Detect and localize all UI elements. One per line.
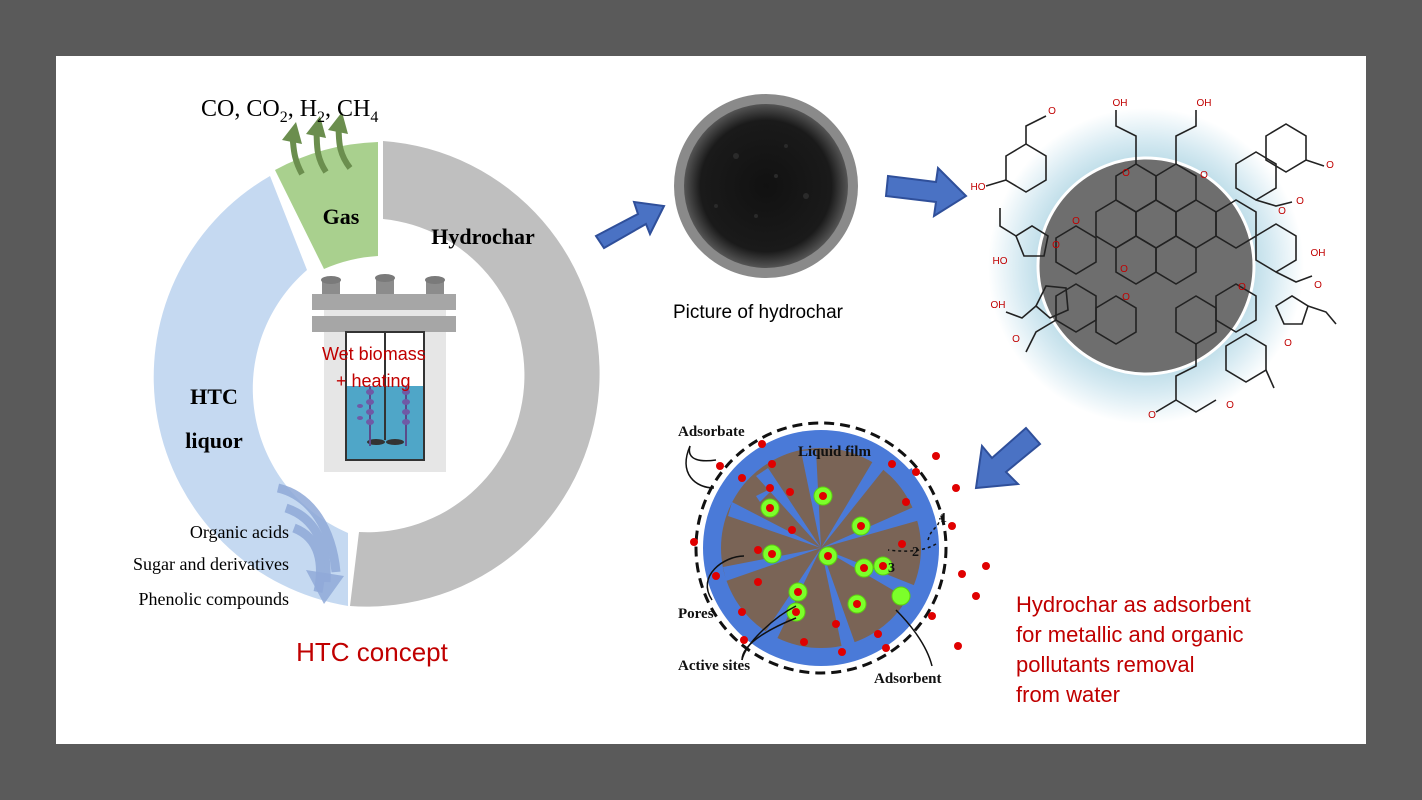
liquor-segment xyxy=(153,176,348,606)
liquor-label-line1: HTC xyxy=(190,384,238,409)
adsorbent-caption-line2: for metallic and organic xyxy=(1016,622,1243,647)
active-sites-label: Active sites xyxy=(678,658,750,674)
group-label: O xyxy=(1238,282,1246,293)
group-label: OH xyxy=(991,300,1006,311)
photo-caption: Picture of hydrochar xyxy=(673,302,844,323)
gas-products: CO, CO2, H2, CH4 xyxy=(201,96,378,126)
group-label: O xyxy=(1278,206,1286,217)
step-2: 2 xyxy=(912,545,919,560)
arrow-to-structure xyxy=(884,165,968,218)
arrow-to-photo xyxy=(594,200,666,250)
arrow-to-adsorbent xyxy=(974,426,1042,490)
group-label: HO xyxy=(971,182,986,193)
liquor-product-1: Organic acids xyxy=(190,522,289,542)
figure-panel: Gas Hydrochar HTC liquor CO, CO2, H2, CH… xyxy=(56,56,1366,744)
group-label: O xyxy=(1314,280,1322,291)
group-label: OH xyxy=(1311,248,1326,259)
hydrochar-structure: OH OH O HO O O O O HO O O O O OH O O O O… xyxy=(971,98,1337,424)
liquor-products: Organic acids Sugar and derivatives Phen… xyxy=(133,522,289,609)
adsorbate-label: Adsorbate xyxy=(678,424,745,440)
group-label: HO xyxy=(993,256,1008,267)
diffusion-path xyxy=(887,517,941,552)
group-label: O xyxy=(1012,334,1020,345)
group-label: O xyxy=(1122,168,1130,179)
group-label: O xyxy=(1200,170,1208,181)
group-label: OH xyxy=(1197,98,1212,109)
reactor-icon: Wet biomass + heating xyxy=(312,274,456,472)
liquor-product-3: Phenolic compounds xyxy=(139,589,290,609)
group-label: O xyxy=(1226,400,1234,411)
step-3: 3 xyxy=(888,561,895,576)
liquor-product-2: Sugar and derivatives xyxy=(133,554,289,574)
hydrochar-photo xyxy=(674,94,858,278)
reactor-label-line1: Wet biomass xyxy=(322,344,426,364)
reactor-label-line2: + heating xyxy=(336,371,411,391)
adsorbent-caption-line3: pollutants removal xyxy=(1016,652,1195,677)
adsorbent-caption-line4: from water xyxy=(1016,682,1120,707)
htc-diagram: Gas Hydrochar HTC liquor CO, CO2, H2, CH… xyxy=(133,94,1337,707)
group-label: OH xyxy=(1113,98,1128,109)
group-label: O xyxy=(1326,160,1334,171)
adsorbent-caption: Hydrochar as adsorbent for metallic and … xyxy=(1016,592,1251,707)
adsorbent-particle: 1 2 3 Adsorbate Liquid film Pores Active… xyxy=(678,421,990,687)
adsorbent-label: Adsorbent xyxy=(874,671,942,687)
group-label: O xyxy=(1072,216,1080,227)
group-label: O xyxy=(1296,196,1304,207)
group-label: O xyxy=(1048,106,1056,117)
hydrochar-segment xyxy=(350,141,600,607)
liquid-film-label: Liquid film xyxy=(798,444,871,460)
gas-label: Gas xyxy=(323,204,360,229)
group-label: O xyxy=(1148,410,1156,421)
pores-label: Pores xyxy=(678,606,714,622)
group-label: O xyxy=(1122,292,1130,303)
htc-caption: HTC concept xyxy=(296,637,448,667)
group-label: O xyxy=(1052,240,1060,251)
step-1: 1 xyxy=(940,511,947,526)
group-label: O xyxy=(1120,264,1128,275)
hydrochar-label: Hydrochar xyxy=(431,224,535,249)
liquor-label-line2: liquor xyxy=(185,428,243,453)
adsorbent-caption-line1: Hydrochar as adsorbent xyxy=(1016,592,1251,617)
group-label: O xyxy=(1284,338,1292,349)
